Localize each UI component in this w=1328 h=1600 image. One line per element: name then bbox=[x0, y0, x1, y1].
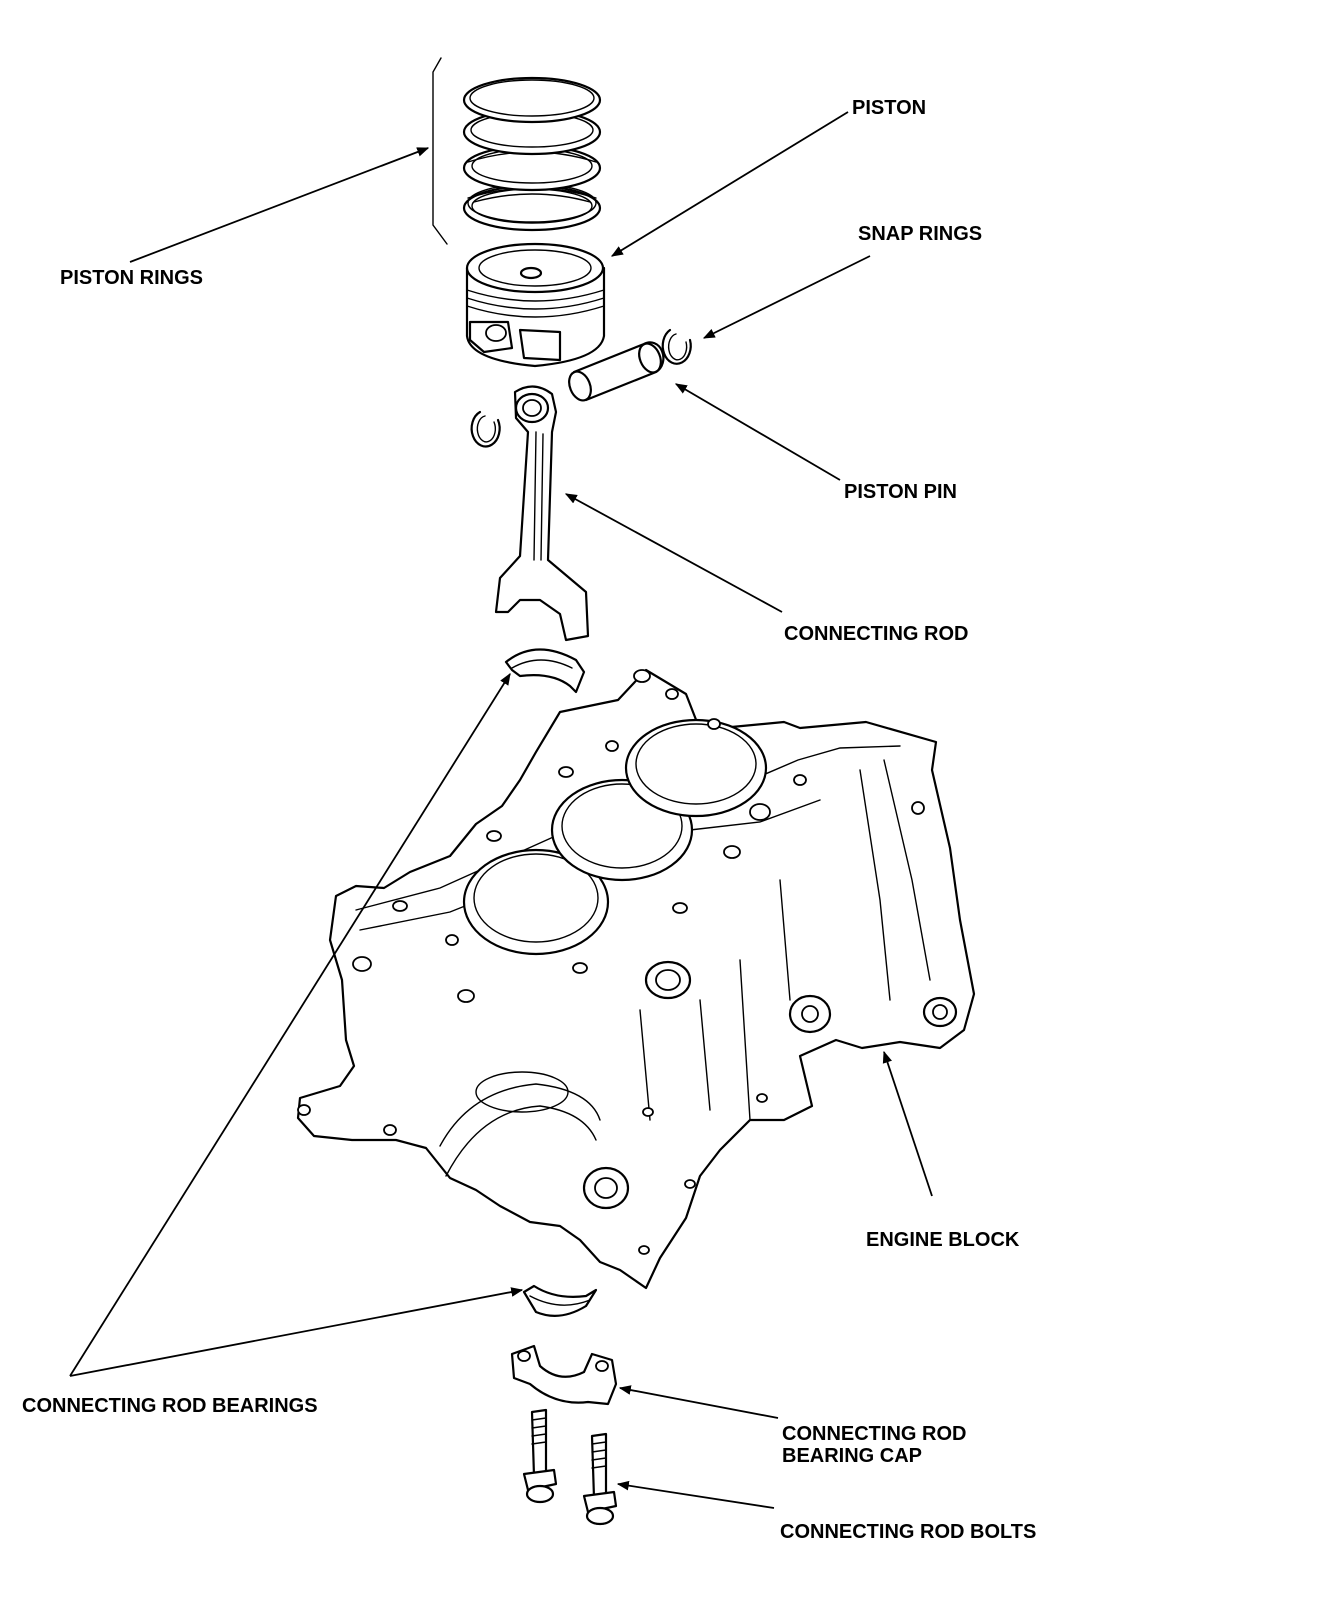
label-engine-block: ENGINE BLOCK bbox=[866, 1229, 1020, 1251]
piston-rings bbox=[432, 57, 602, 245]
leader-piston-pin bbox=[674, 383, 841, 481]
leader-lines bbox=[69, 111, 933, 1509]
lower-connecting-rod-bearing bbox=[522, 1284, 598, 1317]
label-bearing-cap-line2: BEARING CAP bbox=[782, 1445, 923, 1467]
label-connecting-rod: CONNECTING ROD bbox=[784, 623, 969, 645]
upper-connecting-rod-bearing bbox=[504, 648, 586, 694]
label-connecting-rod-bearings: CONNECTING ROD BEARINGS bbox=[22, 1395, 318, 1417]
engine-block bbox=[296, 668, 976, 1290]
leader-snap-rings bbox=[702, 255, 871, 339]
leader-connecting-rod bbox=[564, 493, 783, 613]
leader-bearing-upper bbox=[69, 672, 511, 1377]
leader-piston-rings bbox=[129, 147, 430, 263]
label-piston: PISTON bbox=[852, 97, 927, 119]
leader-bearing-lower bbox=[69, 1287, 524, 1377]
leader-piston bbox=[610, 111, 849, 257]
label-piston-pin: PISTON PIN bbox=[844, 481, 957, 503]
snap-rings bbox=[470, 328, 692, 448]
label-connecting-rod-bolts: CONNECTING ROD BOLTS bbox=[780, 1521, 1037, 1543]
cylinder-bore-1 bbox=[462, 848, 610, 956]
connecting-rod-bearing-cap bbox=[510, 1344, 618, 1406]
cylinder-bore-3 bbox=[624, 718, 768, 818]
leader-bolts bbox=[616, 1480, 775, 1509]
piston-pin bbox=[568, 341, 665, 402]
connecting-rod bbox=[494, 385, 590, 642]
connecting-rod-bolts bbox=[522, 1408, 618, 1526]
piston bbox=[465, 242, 606, 368]
leader-engine-block bbox=[882, 1050, 933, 1197]
label-bearing-cap-line1: CONNECTING ROD bbox=[782, 1423, 967, 1445]
label-piston-rings: PISTON RINGS bbox=[60, 267, 203, 289]
leader-bearing-cap bbox=[618, 1385, 779, 1419]
label-snap-rings: SNAP RINGS bbox=[858, 223, 983, 245]
